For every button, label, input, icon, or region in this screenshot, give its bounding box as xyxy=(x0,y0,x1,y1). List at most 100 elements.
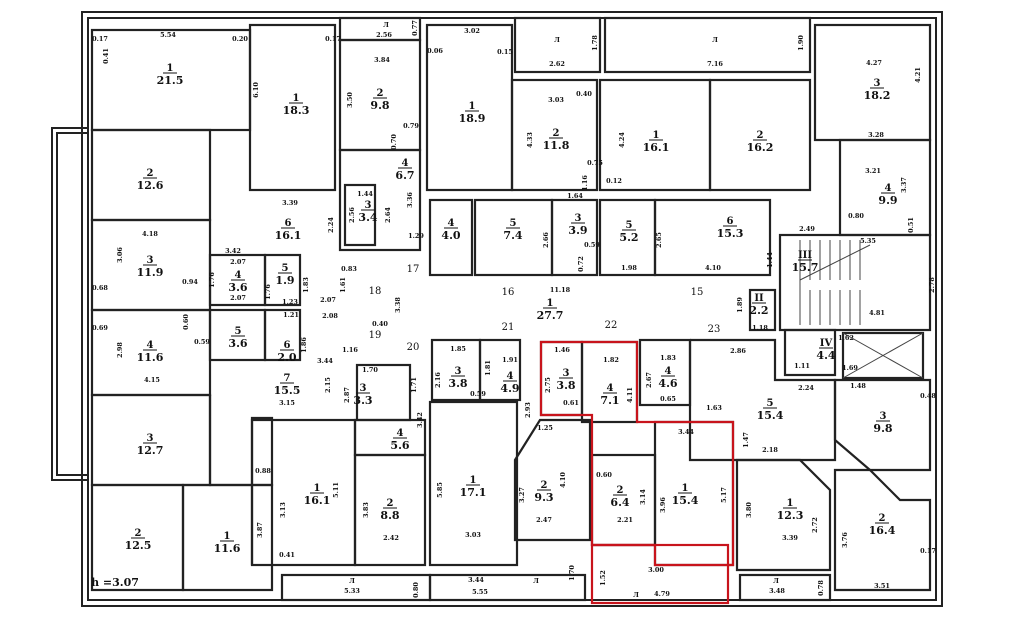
room-number: 5 xyxy=(767,398,774,409)
room-area: 16.1 xyxy=(643,141,670,154)
corridor-marker: 22 xyxy=(605,320,618,331)
balcony-label: Л xyxy=(349,577,355,585)
dimension-label: 5.11 xyxy=(332,482,340,498)
dimension-label: 0.83 xyxy=(341,265,357,273)
dimension-label: 1.81 xyxy=(484,360,492,376)
dimension-label: 0.77 xyxy=(411,20,419,36)
room-area: 4.4 xyxy=(816,349,835,362)
room-area: 4.0 xyxy=(441,229,460,242)
dimension-label: 2.21 xyxy=(617,516,633,524)
room-number: 5 xyxy=(282,263,289,274)
room-area: 3.6 xyxy=(228,281,247,294)
dimension-label: 11.18 xyxy=(550,286,571,294)
room-number: 2 xyxy=(757,130,764,141)
room-area: 11.6 xyxy=(214,542,241,555)
room-number: 4 xyxy=(665,366,672,377)
balcony-label: Л xyxy=(633,591,639,599)
dimension-label: 3.37 xyxy=(900,177,908,193)
room-number: IV xyxy=(820,338,833,349)
dimension-label: 3.15 xyxy=(279,399,295,407)
dimension-label: 4.79 xyxy=(654,590,670,598)
room-area: 3.8 xyxy=(556,379,575,392)
corridor-marker: 19 xyxy=(369,330,382,341)
dimension-label: 2.64 xyxy=(384,207,392,223)
dimension-label: 0.61 xyxy=(563,399,579,407)
dimension-label: 2.42 xyxy=(383,534,399,542)
room-number: 5 xyxy=(626,220,633,231)
room-area: 9.3 xyxy=(534,491,553,504)
dimension-label: 0.59 xyxy=(584,241,600,249)
dimension-label: 0.17 xyxy=(92,35,108,43)
dimension-label: 4.10 xyxy=(559,472,567,488)
dimension-label: 1.83 xyxy=(302,277,310,293)
room-area: 6.7 xyxy=(395,169,414,182)
highlighted-apartment[interactable] xyxy=(539,340,735,605)
room-area: 12.6 xyxy=(137,179,164,192)
room-area: 15.4 xyxy=(757,409,784,422)
dimension-label: 1.78 xyxy=(591,35,599,51)
room-area: 2.2 xyxy=(749,304,768,317)
dimension-label: 0.94 xyxy=(182,278,198,286)
dimension-label: 0.69 xyxy=(92,324,108,332)
dimension-label: 2.08 xyxy=(322,312,338,320)
dimension-label: 0.80 xyxy=(412,582,420,598)
dimension-label: 2.86 xyxy=(730,347,746,355)
dimension-label: 1.83 xyxy=(660,354,676,362)
dimension-label: 4.15 xyxy=(144,376,160,384)
dimension-label: 0.51 xyxy=(907,217,915,233)
room-number: 2 xyxy=(377,88,384,99)
dimension-label: 0.80 xyxy=(848,212,864,220)
dimension-label: 0.20 xyxy=(232,35,248,43)
dimension-label: 3.44 xyxy=(678,428,694,436)
room-number: 3 xyxy=(147,433,154,444)
room-area: 6.4 xyxy=(610,496,629,509)
room-area: 11.9 xyxy=(137,266,164,279)
room-area: 3.4 xyxy=(358,211,377,224)
room-number: 4 xyxy=(448,218,455,229)
dimension-label: 4.11 xyxy=(626,387,634,403)
dimension-label: 7.16 xyxy=(707,60,723,68)
room-area: 15.4 xyxy=(672,494,699,507)
dimension-label: 0.60 xyxy=(596,471,612,479)
dimension-label: 3.84 xyxy=(374,56,390,64)
dimension-label: 4.81 xyxy=(869,309,885,317)
dimension-label: 5.55 xyxy=(472,588,488,596)
dimension-label: 1.47 xyxy=(742,432,750,448)
dimension-label: 0.41 xyxy=(102,48,110,64)
dimension-label: 3.03 xyxy=(465,531,481,539)
room-number: 5 xyxy=(235,326,242,337)
room-number: 3 xyxy=(575,213,582,224)
room-number: III xyxy=(798,250,812,261)
dimension-label: 1.85 xyxy=(450,345,466,353)
room-number: 4 xyxy=(402,158,409,169)
room-number: 2 xyxy=(879,513,886,524)
dimension-label: 3.42 xyxy=(416,412,424,428)
corridor-marker: 21 xyxy=(502,322,515,333)
dimension-label: 5.85 xyxy=(436,482,444,498)
dimension-label: 3.51 xyxy=(874,582,890,590)
room-number: 7 xyxy=(284,373,291,384)
room-number: 1 xyxy=(469,101,476,112)
dimension-label: 1.70 xyxy=(568,565,576,581)
room-number: 1 xyxy=(547,298,554,309)
dimension-label: 1.48 xyxy=(850,382,866,390)
room-area: 3.8 xyxy=(448,377,467,390)
dimension-label: 3.44 xyxy=(317,357,333,365)
dimension-label: 0.15 xyxy=(497,48,513,56)
room-area: 2.0 xyxy=(277,351,296,364)
room-area: 18.3 xyxy=(283,104,310,117)
room-number: 4 xyxy=(607,383,614,394)
room-area: 17.1 xyxy=(460,486,487,499)
room-number: 4 xyxy=(235,270,242,281)
dimension-label: 2.24 xyxy=(327,217,335,233)
dimension-label: 3.48 xyxy=(769,587,785,595)
dimension-label: 4.21 xyxy=(914,67,922,83)
dimension-label: 4.27 xyxy=(866,59,882,67)
room-area: 9.8 xyxy=(873,422,892,435)
dimension-label: 2.24 xyxy=(798,384,814,392)
room-area: 5.6 xyxy=(390,439,409,452)
dimension-label: 3.02 xyxy=(464,27,480,35)
dimension-label: 1.23 xyxy=(282,298,298,306)
